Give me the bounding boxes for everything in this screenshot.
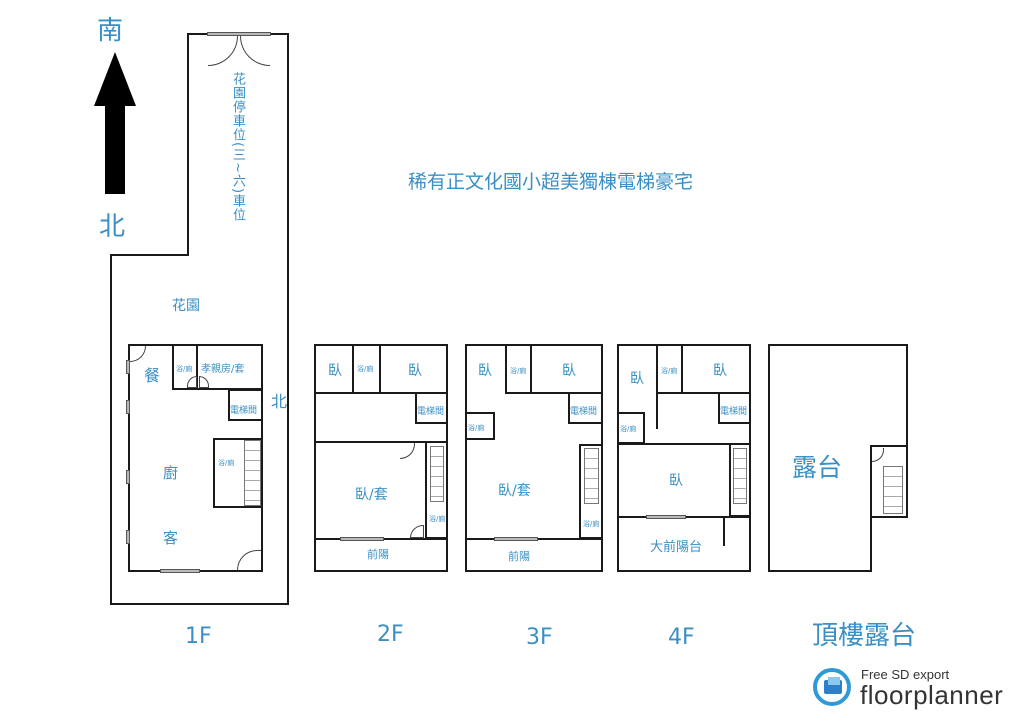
elevator-shaft bbox=[415, 392, 448, 424]
roof-wall bbox=[870, 445, 872, 572]
lot-wall bbox=[110, 603, 289, 605]
floor-label-1f: 1F bbox=[185, 624, 212, 649]
room-balcony-3f: 前陽 bbox=[508, 550, 530, 563]
staircase bbox=[430, 446, 444, 502]
room-wall bbox=[465, 412, 495, 440]
room-elevator-2f: 電梯間 bbox=[417, 407, 445, 417]
window bbox=[340, 537, 384, 541]
room-bath-top-3f: 浴/廁 bbox=[510, 367, 527, 375]
room-balcony-2f: 前陽 bbox=[367, 548, 389, 561]
room-wall bbox=[505, 344, 507, 394]
floor-label-4f: 4F bbox=[668, 625, 695, 650]
staircase bbox=[584, 448, 599, 504]
floor-label-2f: 2F bbox=[377, 622, 404, 647]
lot-wall bbox=[110, 254, 112, 604]
watermark-brand: floorplanner bbox=[860, 680, 1004, 710]
room-wall bbox=[505, 392, 603, 394]
room-elevator-1f: 電梯間 bbox=[230, 406, 258, 416]
staircase bbox=[733, 448, 747, 504]
room-bedroom-left-4f: 臥 bbox=[630, 371, 644, 387]
lot-wall bbox=[187, 33, 189, 255]
door bbox=[199, 376, 209, 388]
room-bedroom-right-4f: 臥 bbox=[713, 363, 727, 379]
room-wall bbox=[681, 344, 683, 394]
north-side-label: 北 bbox=[271, 392, 288, 411]
room-wall bbox=[656, 344, 658, 429]
door bbox=[187, 376, 197, 388]
room-master-suite-3f: 臥/套 bbox=[498, 483, 531, 499]
elevator-shaft bbox=[568, 392, 603, 424]
room-terrace: 露台 bbox=[792, 453, 843, 482]
compass-south-label: 南 bbox=[97, 16, 124, 46]
floor-label-roof: 頂樓露台 bbox=[812, 621, 917, 651]
room-bedroom-right-3f: 臥 bbox=[562, 363, 576, 379]
room-wall bbox=[314, 392, 448, 394]
room-wall bbox=[723, 516, 725, 546]
room-bath-left-3f: 浴/廁 bbox=[468, 424, 485, 432]
room-master-suite-2f: 臥/套 bbox=[355, 487, 388, 503]
room-bath2-1f: 浴/廁 bbox=[218, 459, 235, 467]
watermark-tagline: Free SD export bbox=[861, 667, 950, 682]
staircase bbox=[244, 440, 261, 506]
room-wall bbox=[196, 344, 198, 390]
room-wall bbox=[314, 441, 448, 443]
room-living: 客 bbox=[163, 529, 179, 547]
room-bedroom-right-2f: 臥 bbox=[408, 363, 422, 379]
room-elevator-3f: 電梯間 bbox=[570, 407, 598, 417]
room-bedroom-left-3f: 臥 bbox=[478, 363, 492, 379]
window bbox=[126, 360, 130, 374]
window bbox=[126, 470, 130, 484]
arrow-shaft bbox=[105, 104, 125, 194]
arrow-up-icon bbox=[94, 52, 136, 106]
lot-wall bbox=[110, 254, 189, 256]
room-elevator-4f: 電梯間 bbox=[720, 407, 748, 417]
garden-label: 花園 bbox=[172, 298, 200, 314]
door bbox=[410, 525, 424, 538]
room-bath-bottom-2f: 浴/廁 bbox=[429, 515, 446, 523]
room-parents-suite: 孝親房/套 bbox=[201, 364, 245, 375]
room-bath-left-4f: 浴/廁 bbox=[620, 425, 637, 433]
room-bedroom-main-4f: 臥 bbox=[669, 473, 683, 489]
elevator-shaft bbox=[718, 392, 751, 424]
gate-door-left bbox=[208, 36, 238, 66]
window bbox=[126, 400, 130, 414]
room-dining: 餐 bbox=[144, 366, 161, 385]
floor-label-3f: 3F bbox=[526, 625, 553, 650]
roof-wall bbox=[768, 570, 872, 572]
room-wall bbox=[617, 443, 751, 445]
room-kitchen: 廚 bbox=[163, 464, 179, 482]
staircase bbox=[883, 466, 903, 514]
room-wall bbox=[656, 392, 751, 394]
room-wall bbox=[530, 344, 532, 394]
gate bbox=[207, 32, 271, 36]
compass-north-label: 北 bbox=[99, 212, 126, 242]
floorplanner-logo-icon bbox=[813, 668, 851, 706]
room-wall bbox=[213, 438, 263, 508]
window bbox=[160, 569, 200, 573]
room-wall bbox=[352, 344, 354, 394]
parking-label: 花園停車位(三~六)車位 bbox=[230, 72, 245, 223]
lot-wall bbox=[287, 33, 289, 605]
page-title: 稀有正文化國小超美獨棟電梯豪宅 bbox=[408, 171, 694, 193]
roof-wall bbox=[768, 344, 770, 572]
elevator-shaft bbox=[228, 389, 263, 421]
room-bath-bottom-3f: 浴/廁 bbox=[583, 520, 600, 528]
room-bath-top-4f: 浴/廁 bbox=[661, 367, 678, 375]
roof-wall bbox=[768, 344, 908, 346]
window bbox=[646, 515, 686, 519]
roof-wall bbox=[906, 344, 908, 518]
room-bath-1f: 浴/廁 bbox=[176, 365, 193, 373]
window bbox=[126, 530, 130, 544]
room-wall bbox=[172, 344, 263, 390]
window bbox=[494, 537, 538, 541]
room-balcony-4f: 大前陽台 bbox=[650, 540, 703, 555]
room-bath-top-2f: 浴/廁 bbox=[357, 365, 374, 373]
room-wall bbox=[379, 344, 381, 394]
room-bedroom-left-2f: 臥 bbox=[328, 363, 342, 379]
gate-door-right bbox=[240, 36, 270, 66]
